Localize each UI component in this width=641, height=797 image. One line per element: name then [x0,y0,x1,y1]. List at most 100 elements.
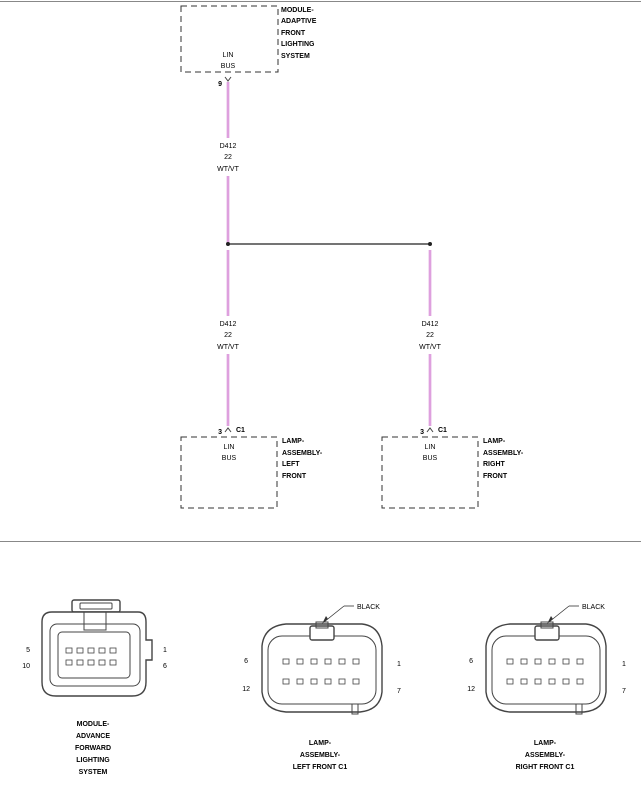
lamp-left-title-1: LAMP- [282,438,305,445]
connector-lamp-right-pin-cavity [548,678,556,685]
connector-module-pin-top-left: 5 [26,647,30,654]
lamp-right-pin-name-2: BUS [423,455,438,462]
wire-left-gauge: 22 [224,332,232,339]
connector-lamp-right-shell [485,623,607,713]
connector-lamp-right-pin-cavity [576,658,584,665]
lamp-right[interactable]: 3 C1 LIN BUS LAMP- ASSEMBLY- RIGHT FRONT [381,427,524,509]
connector-lamp-right-caption-3: RIGHT FRONT C1 [516,764,575,771]
connector-lamp-right-pin-cavity [534,658,542,665]
connector-module-caption-5: SYSTEM [79,769,108,776]
connector-lamp-right-pin-bottom-left: 12 [467,686,475,693]
lamp-left-pin-arrow [224,427,232,433]
wire-trunk-label-bg [214,138,242,176]
wire-trunk-circuit: D412 [220,143,237,150]
connector-lamp-left-pin-cavity [296,678,304,685]
connector-lamp-left-caption-2: ASSEMBLY- [300,752,341,759]
module-afls-pin-name-2: BUS [221,63,236,70]
connector-lamp-right-caption-2: ASSEMBLY- [525,752,566,759]
connector-lamp-left-pins [282,658,360,685]
connector-module-pin-cavity [65,647,73,654]
lamp-left-title-4: FRONT [282,473,307,480]
wire-right-gauge: 22 [426,332,434,339]
connector-lamp-left-pin-cavity [310,678,318,685]
connector-lamp-left-caption-3: LEFT FRONT C1 [293,764,348,771]
connector-module-pin-cavity [109,647,117,654]
connector-lamp-right-pin-bottom-right: 7 [622,688,626,695]
connector-module-pin-cavity [109,659,117,666]
lamp-right-pin-arrow [426,427,434,433]
connector-module-key [83,611,107,631]
module-afls[interactable]: MODULE- ADAPTIVE FRONT LIGHTING SYSTEM L… [180,5,317,88]
connector-lamp-left-pin-cavity [324,658,332,665]
connector-lamp-right-leader-arrow [547,616,553,624]
wire-trunk[interactable]: D412 22 WT/VT [214,82,242,244]
lamp-right-title-3: RIGHT [483,461,506,468]
connector-lamp-right-pins [506,658,584,685]
connector-module-pin-cavity [87,659,95,666]
splice[interactable] [226,242,432,246]
module-afls-pin-number: 9 [218,81,222,88]
connector-module-shell [41,611,153,697]
lamp-left-pin-name-2: BUS [222,455,237,462]
connector-lamp-left-leader-arrow [322,616,328,624]
wire-left-color: WT/VT [217,344,239,351]
connector-lamp-right-pin-cavity [534,678,542,685]
module-afls-pin-name-1: LIN [223,52,234,59]
connector-lamp-left-pin-cavity [352,658,360,665]
module-afls-pin-arrow [224,76,232,82]
wire-right[interactable]: D412 22 WT/VT [416,250,444,426]
lamp-left-title-3: LEFT [282,461,300,468]
connector-lamp-left-shell [261,623,383,713]
connector-lamp-right-pin-cavity [548,658,556,665]
connector-module-pin-top-right: 1 [163,647,167,654]
connector-module-latch-inner [79,602,113,610]
module-afls-title-5: SYSTEM [281,53,310,60]
connector-module-pins [65,647,117,666]
connector-lamp-left-pin-cavity [282,678,290,685]
connector-module-pin-bottom-right: 6 [163,663,167,670]
connector-module-pin-cavity [87,647,95,654]
splice-dot-right [428,242,432,246]
wire-left-circuit: D412 [220,321,237,328]
connector-lamp-right-pin-cavity [520,678,528,685]
wire-trunk-gauge: 22 [224,154,232,161]
connector-lamp-left-tab [351,703,359,715]
module-afls-title-4: LIGHTING [281,41,315,48]
connector-module-cavity [57,631,131,679]
connector-lamp-left-pin-cavity [324,678,332,685]
connector-lamp-right-pin-cavity [506,658,514,665]
connector-module-pin-cavity [98,659,106,666]
wire-right-color: WT/VT [419,344,441,351]
connector-lamp-right-pin-cavity [576,678,584,685]
connector-lamp-right-caption-1: LAMP- [534,740,557,747]
connector-module-caption-1: MODULE- [77,721,110,728]
lamp-left-pin-name-1: LIN [224,444,235,451]
module-afls-title-3: FRONT [281,30,306,37]
connector-lamp-left-pin-cavity [282,658,290,665]
wire-right-label-bg [416,316,444,354]
connector-lamp-right-pin-cavity [506,678,514,685]
connector-lamp-left-latch-tab [315,621,329,629]
connector-lamp-right-tab [575,703,583,715]
connector-lamp-left-pin-cavity [338,678,346,685]
connector-module-pin-cavity [65,659,73,666]
connector-module[interactable]: 5 10 1 6 MODULE- ADVANCE FORWARD LIGHTIN… [22,599,167,776]
wire-left[interactable]: D412 22 WT/VT [214,250,242,426]
connector-lamp-left[interactable]: BLACK 6 12 1 7 LAMP- ASSEMBLY- LEFT FRON… [242,604,401,771]
connector-lamp-right[interactable]: BLACK 6 12 1 7 LAMP- ASSEMBLY- RIGHT FRO… [467,604,626,771]
connector-module-caption-2: ADVANCE [76,733,110,740]
lamp-left[interactable]: 3 C1 LIN BUS LAMP- ASSEMBLY- LEFT FRONT [180,427,323,509]
connector-lamp-right-pin-cavity [562,678,570,685]
connector-lamp-left-latch [309,625,335,641]
connector-lamp-left-pin-top-right: 1 [397,661,401,668]
connector-lamp-left-pin-cavity [338,658,346,665]
lamp-right-pin-name-1: LIN [425,444,436,451]
connector-lamp-right-latch [534,625,560,641]
connector-module-pin-cavity [76,647,84,654]
splice-dot-left [226,242,230,246]
connector-module-pin-cavity [76,659,84,666]
lamp-right-connector: C1 [438,427,447,434]
connector-module-latch [71,599,121,613]
connector-lamp-left-pin-cavity [352,678,360,685]
